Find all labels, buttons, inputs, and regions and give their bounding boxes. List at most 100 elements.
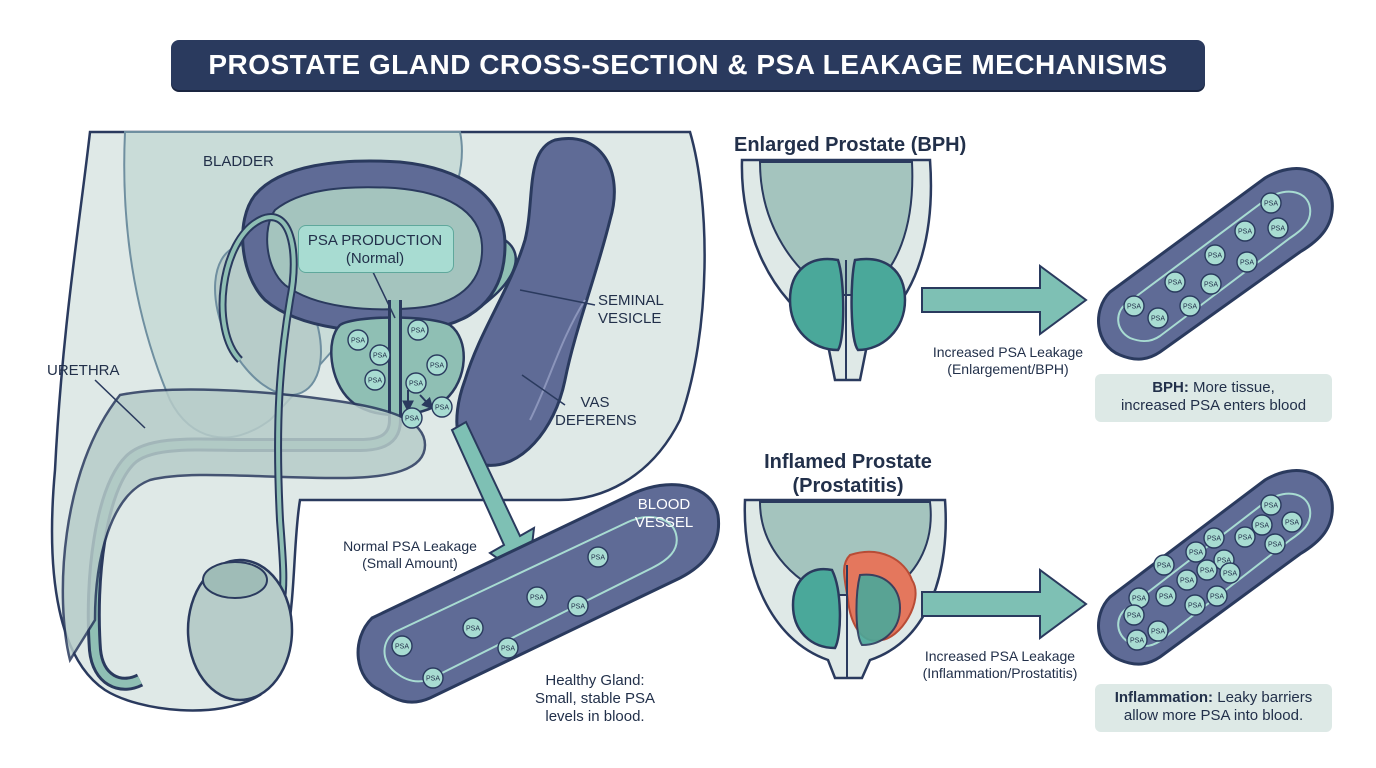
bph-heading: Enlarged Prostate (BPH) (734, 134, 967, 156)
svg-text:PSA: PSA (466, 626, 480, 633)
penis-shaft (61, 388, 427, 664)
svg-text:PSA: PSA (1168, 280, 1182, 287)
psa-molecule-prostate: PSA (431, 396, 453, 418)
title-banner: PROSTATE GLAND CROSS-SECTION & PSA LEAKA… (171, 40, 1205, 90)
normal-leakage-label: Normal PSA Leakage (Small Amount) (343, 538, 477, 571)
svg-text:PSA: PSA (409, 381, 423, 388)
blood-vessel-label: BLOOD VESSEL (634, 496, 694, 531)
psa-molecule-bph-vessel: PSA (1236, 251, 1258, 273)
svg-text:PSA: PSA (1285, 520, 1299, 527)
svg-text:PSA: PSA (591, 555, 605, 562)
svg-text:PSA: PSA (430, 363, 444, 370)
psa-molecule-bph-vessel: PSA (1179, 295, 1201, 317)
svg-text:PSA: PSA (1255, 523, 1269, 530)
psa-molecule-bph-vessel: PSA (1267, 217, 1289, 239)
psa-molecule-inflamed-vessel: PSA (1155, 585, 1177, 607)
psa-molecule-inflamed-vessel: PSA (1185, 541, 1207, 563)
svg-text:PSA: PSA (501, 646, 515, 653)
svg-text:PSA: PSA (1183, 304, 1197, 311)
svg-text:PSA: PSA (1180, 578, 1194, 585)
svg-text:PSA: PSA (1159, 594, 1173, 601)
psa-molecule-normal-vessel: PSA (462, 617, 484, 639)
psa-molecule-inflamed-vessel: PSA (1203, 527, 1225, 549)
psa-molecule-inflamed-vessel: PSA (1123, 604, 1145, 626)
inflamed-lobe-left (791, 567, 842, 650)
bph-summary-box (1095, 374, 1332, 422)
svg-text:PSA: PSA (1210, 594, 1224, 601)
bph-leak-arrow (921, 264, 1088, 336)
epididymis (202, 561, 268, 599)
svg-text:PSA: PSA (1238, 535, 1252, 542)
psa-molecule-prostate: PSA (405, 372, 427, 394)
svg-text:PSA: PSA (1271, 226, 1285, 233)
spermatic-duct (220, 215, 296, 652)
bph-prostate-illustration (740, 158, 933, 382)
psa-molecule-bph-vessel: PSA (1123, 295, 1145, 317)
bladder-label: BLADDER (203, 153, 274, 170)
bph-summary-text: BPH: More tissue, increased PSA enters b… (1120, 379, 1307, 414)
psa-molecule-inflamed-vessel: PSA (1196, 559, 1218, 581)
psa-molecule-bph-vessel: PSA (1204, 244, 1226, 266)
psa-molecule-inflamed-vessel: PSA (1153, 554, 1175, 576)
bph-lobe-left (788, 257, 845, 352)
svg-text:PSA: PSA (373, 353, 387, 360)
psa-molecule-inflamed-vessel: PSA (1147, 620, 1169, 642)
psa-molecule-normal-vessel: PSA (422, 667, 444, 689)
inflamed-heading: Inflamed Prostate (Prostatitis) (764, 451, 932, 497)
svg-text:PSA: PSA (571, 604, 585, 611)
psa-molecule-bph-vessel: PSA (1164, 271, 1186, 293)
pelvic-cross-section (50, 130, 706, 712)
svg-text:PSA: PSA (1207, 536, 1221, 543)
svg-text:PSA: PSA (1208, 253, 1222, 260)
urethra-label: URETHRA (47, 362, 120, 379)
svg-text:PSA: PSA (1264, 201, 1278, 208)
svg-text:PSA: PSA (1157, 563, 1171, 570)
svg-text:PSA: PSA (426, 676, 440, 683)
vas-deferens-label: VAS DEFERENS (555, 394, 637, 429)
psa-molecule-normal-vessel: PSA (391, 635, 413, 657)
psa-molecule-bph-vessel: PSA (1147, 307, 1169, 329)
inflamed-leak-arrow (921, 568, 1088, 640)
psa-molecule-inflamed-vessel: PSA (1251, 514, 1273, 536)
svg-text:PSA: PSA (1127, 613, 1141, 620)
psa-molecule-prostate: PSA (401, 407, 423, 429)
svg-text:PSA: PSA (1240, 260, 1254, 267)
psa-molecules: PSAPSAPSAPSAPSAPSAPSAPSAPSAPSAPSAPSAPSAP… (347, 192, 1303, 689)
svg-text:PSA: PSA (1204, 282, 1218, 289)
svg-text:PSA: PSA (530, 595, 544, 602)
psa-molecule-bph-vessel: PSA (1260, 192, 1282, 214)
psa-molecule-inflamed-vessel: PSA (1260, 494, 1282, 516)
svg-text:PSA: PSA (435, 405, 449, 412)
psa-molecule-bph-vessel: PSA (1200, 273, 1222, 295)
psa-production-callout (298, 225, 454, 273)
inflamed-lobe-right (855, 573, 902, 647)
psa-molecule-inflamed-vessel: PSA (1264, 533, 1286, 555)
healthy-gland-caption: Healthy Gland: Small, stable PSA levels … (534, 672, 656, 725)
svg-text:PSA: PSA (1238, 229, 1252, 236)
psa-production-label: PSA PRODUCTION (Normal) (307, 232, 443, 267)
psa-molecule-inflamed-vessel: PSA (1219, 562, 1241, 584)
psa-molecule-normal-vessel: PSA (526, 586, 548, 608)
svg-text:PSA: PSA (1189, 550, 1203, 557)
psa-molecule-prostate: PSA (347, 329, 369, 351)
inflamed-leakage-label: Increased PSA Leakage (Inflammation/Pros… (922, 648, 1078, 681)
psa-molecule-prostate: PSA (407, 319, 429, 341)
psa-molecule-bph-vessel: PSA (1234, 220, 1256, 242)
svg-text:PSA: PSA (368, 378, 382, 385)
seminal-vesicle-label: SEMINAL VESICLE (598, 292, 664, 327)
svg-text:PSA: PSA (1151, 629, 1165, 636)
svg-text:PSA: PSA (1223, 571, 1237, 578)
svg-text:PSA: PSA (1264, 503, 1278, 510)
svg-text:PSA: PSA (395, 644, 409, 651)
psa-molecule-inflamed-vessel: PSA (1234, 526, 1256, 548)
psa-molecule-inflamed-vessel: PSA (1176, 569, 1198, 591)
psa-molecule-inflamed-vessel: PSA (1184, 594, 1206, 616)
psa-molecule-inflamed-vessel: PSA (1126, 629, 1148, 651)
psa-molecule-prostate: PSA (426, 354, 448, 376)
svg-text:PSA: PSA (411, 328, 425, 335)
svg-text:PSA: PSA (1151, 316, 1165, 323)
svg-text:PSA: PSA (405, 416, 419, 423)
psa-molecule-prostate: PSA (364, 369, 386, 391)
